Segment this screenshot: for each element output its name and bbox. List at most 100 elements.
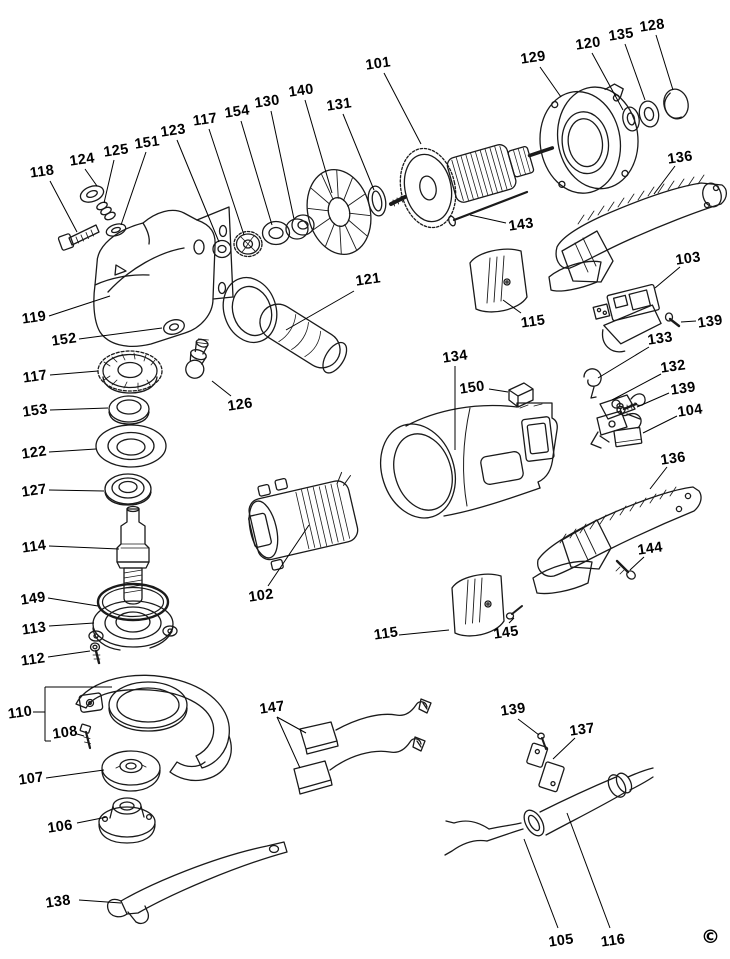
- pin-143-drawing: [448, 190, 529, 227]
- part-number-label: 151: [134, 133, 161, 152]
- leader-line: [208, 128, 245, 236]
- part-number-label: 139: [500, 700, 527, 719]
- callout-150-24: 150: [459, 378, 509, 398]
- callout-134-25: 134: [442, 347, 469, 450]
- leader-line: [48, 545, 120, 550]
- leader-line: [680, 320, 697, 323]
- callout-151-3: 151: [120, 133, 161, 226]
- brush-cover-115-bottom-drawing: [451, 573, 505, 637]
- leader-line: [76, 733, 85, 737]
- callout-154-6: 154: [224, 102, 273, 226]
- callout-135-13: 135: [608, 25, 646, 101]
- callout-147-48: 147: [259, 698, 307, 769]
- carbon-brush-104-drawing: [613, 402, 643, 448]
- part-number-label: 144: [637, 539, 664, 558]
- leader-line: [48, 448, 97, 453]
- retaining-ring-128-drawing: [663, 88, 689, 120]
- callout-139-22: 139: [636, 379, 697, 408]
- cord-set-drawing: [444, 767, 654, 856]
- part-number-label: 116: [600, 931, 626, 950]
- callout-118-0: 118: [29, 162, 78, 233]
- callout-116-52: 116: [566, 812, 626, 951]
- sleeve-130-drawing: [285, 214, 315, 240]
- leader-line: [566, 812, 611, 929]
- callout-106-46: 106: [47, 816, 108, 837]
- leader-line: [84, 168, 98, 187]
- clamshell-136-bottom-drawing: [532, 486, 702, 595]
- part-number-label: 118: [29, 162, 55, 181]
- wave-washer-131-drawing: [367, 185, 387, 217]
- part-number-label: 124: [69, 150, 96, 169]
- bearing-135-drawing: [638, 100, 660, 128]
- part-number-label: 123: [160, 121, 187, 140]
- leader-line: [276, 716, 301, 769]
- leader-line: [49, 370, 99, 376]
- callout-128-14: 128: [639, 16, 674, 91]
- callout-136-26: 136: [649, 449, 687, 490]
- callout-133-20: 133: [597, 329, 674, 379]
- part-number-label: 115: [373, 624, 399, 643]
- clamp-nut-106-drawing: [98, 797, 156, 844]
- screw-145-drawing: [505, 605, 523, 620]
- part-number-label: 114: [21, 537, 47, 556]
- callout-105-51: 105: [523, 838, 575, 951]
- backing-flange-107-drawing: [101, 750, 161, 792]
- callout-115-41: 115: [373, 624, 450, 644]
- callout-104-23: 104: [642, 401, 704, 434]
- part-number-label: 127: [21, 481, 48, 500]
- leader-line: [642, 415, 678, 434]
- callout-127-33: 127: [21, 481, 105, 501]
- callout-101-10: 101: [365, 54, 422, 145]
- leader-line: [76, 816, 108, 824]
- callout-114-34: 114: [21, 537, 120, 557]
- part-number-label: 149: [20, 589, 47, 608]
- side-handle-121-drawing: [222, 276, 348, 374]
- callout-149-35: 149: [20, 589, 99, 609]
- callout-120-12: 120: [575, 34, 624, 111]
- leader-line: [120, 151, 147, 226]
- leader-line: [48, 622, 95, 627]
- washer-120-drawing: [622, 106, 640, 132]
- callout-108-44: 108: [52, 723, 85, 743]
- leader-line: [78, 327, 163, 340]
- leader-line: [517, 718, 540, 736]
- leader-line: [523, 838, 559, 929]
- callout-139-19: 139: [680, 312, 724, 332]
- armature-101-drawing: [389, 144, 555, 229]
- part-number-label: 153: [22, 401, 49, 420]
- leader-line: [103, 159, 115, 204]
- switch-103-drawing: [592, 283, 662, 353]
- leader-line: [270, 110, 295, 220]
- part-number-label: 139: [697, 312, 724, 331]
- callout-112-37: 112: [20, 650, 91, 670]
- leader-line: [508, 617, 515, 624]
- part-number-label: 131: [326, 95, 353, 114]
- part-number-label: 133: [647, 329, 674, 348]
- part-number-label: 113: [21, 619, 47, 638]
- screw-118-drawing: [57, 224, 100, 251]
- field-102-drawing: [248, 471, 359, 571]
- part-number-label: 138: [45, 892, 72, 911]
- bearing-housing-129-drawing: [539, 83, 639, 194]
- part-number-label: 134: [442, 347, 469, 366]
- callout-110-43: 110: [7, 703, 45, 723]
- callout-123-4: 123: [160, 121, 220, 243]
- screw-108-drawing: [79, 723, 92, 750]
- leader-line: [488, 388, 509, 393]
- brush-cover-115-top-drawing: [469, 248, 528, 313]
- callout-136-15: 136: [653, 148, 694, 195]
- ring-153-drawing: [108, 395, 150, 425]
- gearcase-119-drawing: [93, 206, 234, 347]
- leader-line: [636, 392, 670, 408]
- part-number-label: 122: [21, 443, 48, 462]
- part-number-label: 117: [22, 367, 48, 386]
- callout-132-21: 132: [611, 357, 687, 401]
- screw-139b-drawing: [616, 402, 638, 415]
- callout-121-38: 121: [285, 270, 382, 331]
- leader-line: [398, 629, 450, 636]
- leader-line: [47, 650, 91, 658]
- callout-107-45: 107: [18, 769, 105, 789]
- leader-line: [502, 299, 522, 314]
